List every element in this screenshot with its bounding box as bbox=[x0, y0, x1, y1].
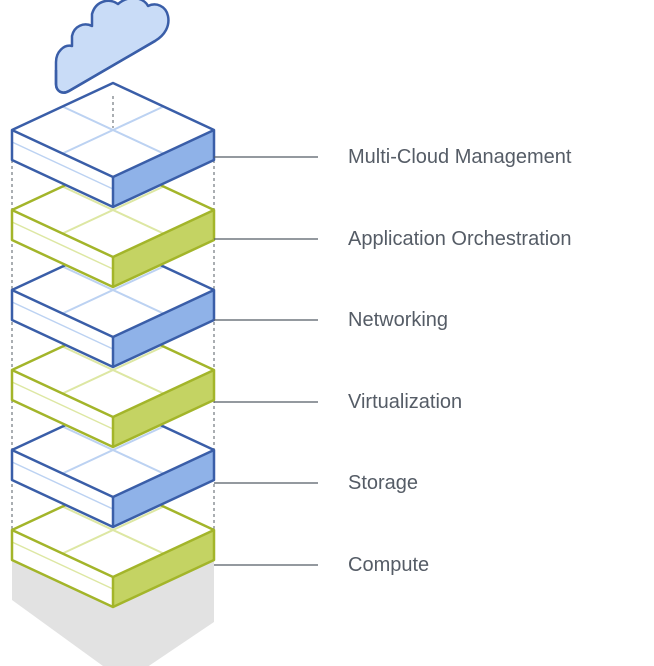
layer-label-3: Networking bbox=[348, 309, 449, 331]
slab-left-face bbox=[12, 450, 113, 527]
slab-left-face bbox=[12, 130, 113, 207]
layer-label-6: Compute bbox=[348, 554, 430, 576]
layer-slab-6 bbox=[10, 481, 216, 609]
slab-right-face bbox=[113, 450, 214, 527]
slab-inner-line bbox=[11, 461, 114, 510]
slab-left-face bbox=[12, 370, 113, 447]
slab-right-face bbox=[113, 130, 214, 207]
layer-label-5: Storage bbox=[348, 472, 419, 494]
slab-grid-line bbox=[62, 105, 164, 155]
slab-inner-line bbox=[11, 541, 114, 590]
slab-grid-line bbox=[62, 185, 164, 235]
layer-label-4: Virtualization bbox=[348, 391, 463, 413]
slab-grid-line bbox=[62, 425, 164, 475]
slab-inner-line bbox=[11, 381, 114, 430]
layer-slab-5 bbox=[10, 401, 216, 529]
slab-left-face bbox=[12, 210, 113, 287]
slab-right-face bbox=[113, 370, 214, 447]
slab-inner-line bbox=[11, 301, 114, 350]
layer-label-2: Application Orchestration bbox=[348, 228, 572, 250]
slab-outline bbox=[10, 81, 216, 209]
layer-slab-2 bbox=[10, 161, 216, 289]
cloud-icon bbox=[54, 0, 170, 94]
slab-grid-line bbox=[62, 505, 164, 555]
slab-right-face bbox=[113, 290, 214, 367]
layer-label-1: Multi-Cloud Management bbox=[348, 146, 572, 168]
slab-right-face bbox=[113, 530, 214, 607]
stack-shadow bbox=[12, 560, 214, 666]
slab-left-face bbox=[12, 290, 113, 367]
layer-slab-1 bbox=[10, 81, 216, 209]
slab-grid-line bbox=[62, 345, 164, 395]
slab-grid-line bbox=[62, 265, 164, 315]
slab-inner-line bbox=[11, 221, 114, 270]
slab-right-face bbox=[113, 210, 214, 287]
slab-left-face bbox=[12, 530, 113, 607]
slab-inner-line bbox=[11, 141, 114, 190]
